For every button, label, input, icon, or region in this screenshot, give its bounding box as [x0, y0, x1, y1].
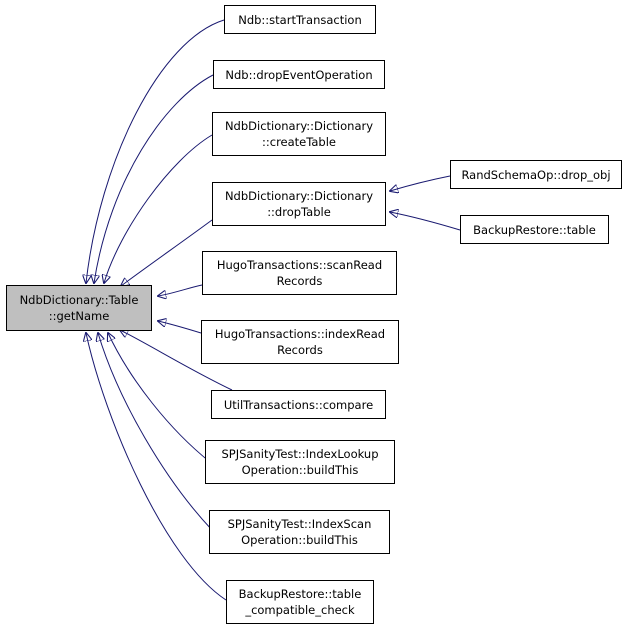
node-util-transactions-compare[interactable]: UtilTransactions::compare	[211, 390, 386, 419]
node-label-line: HugoTransactions::scanRead	[216, 258, 383, 272]
node-label-line: NdbDictionary::Dictionary	[224, 189, 374, 203]
edge-n12-to-n4	[390, 212, 461, 231]
node-backup-restore-table[interactable]: BackupRestore::table	[460, 215, 609, 244]
edge-n1-to-root	[86, 19, 225, 283]
node-label-line: Operation::buildThis	[241, 533, 358, 547]
node-rand-schema-op-drop-obj[interactable]: RandSchemaOp::drop_obj	[450, 160, 622, 189]
node-label-line: BackupRestore::table	[238, 587, 362, 601]
node-backup-restore-table-compatible-check[interactable]: BackupRestore::table _compatible_check	[226, 580, 374, 624]
node-label-line: Operation::buildThis	[241, 463, 359, 477]
node-label-line: Records	[276, 274, 323, 288]
edge-n3-to-root	[104, 134, 213, 283]
edge-n2-to-root	[94, 74, 214, 283]
edge-n4-to-root	[121, 219, 213, 286]
node-label-line: ::dropTable	[267, 205, 331, 219]
node-label-line: Records	[277, 343, 323, 357]
node-label-line: Ndb::dropEventOperation	[225, 67, 373, 82]
edge-n9-to-root	[98, 333, 213, 531]
edge-n6-to-root	[158, 321, 202, 334]
node-label-line: ::getName	[48, 309, 110, 323]
node-label-line: Ndb::startTransaction	[238, 12, 362, 27]
node-label-line: SPJSanityTest::IndexLookup	[221, 447, 379, 461]
edge-n5-to-root	[158, 284, 203, 296]
node-spj-index-scan-build-this[interactable]: SPJSanityTest::IndexScan Operation::buil…	[209, 510, 390, 554]
node-hugo-index-read-records[interactable]: HugoTransactions::indexRead Records	[201, 320, 399, 364]
node-root: NdbDictionary::Table ::getName	[6, 285, 152, 331]
node-label-line: BackupRestore::table	[473, 222, 596, 237]
node-ndb-drop-event-operation[interactable]: Ndb::dropEventOperation	[213, 60, 385, 89]
edge-n7-to-root	[120, 330, 233, 391]
node-dictionary-drop-table[interactable]: NdbDictionary::Dictionary ::dropTable	[212, 182, 386, 226]
node-label-line: _compatible_check	[245, 603, 355, 617]
node-label-line: SPJSanityTest::IndexScan	[227, 517, 372, 531]
node-dictionary-create-table[interactable]: NdbDictionary::Dictionary ::createTable	[212, 112, 386, 156]
node-label-line: NdbDictionary::Dictionary	[224, 119, 374, 133]
node-hugo-scan-read-records[interactable]: HugoTransactions::scanRead Records	[202, 251, 397, 295]
node-label-line: ::createTable	[262, 135, 336, 149]
node-spj-index-lookup-build-this[interactable]: SPJSanityTest::IndexLookup Operation::bu…	[205, 440, 395, 484]
edge-n10-to-root	[86, 333, 227, 601]
node-label-line: HugoTransactions::indexRead	[214, 327, 386, 341]
node-ndb-start-transaction[interactable]: Ndb::startTransaction	[224, 5, 376, 34]
node-label-line: RandSchemaOp::drop_obj	[461, 167, 611, 182]
node-label-line: UtilTransactions::compare	[223, 397, 374, 412]
edge-n8-to-root	[108, 333, 211, 463]
node-label-line: NdbDictionary::Table	[19, 293, 139, 307]
edge-n11-to-n4	[390, 175, 451, 191]
